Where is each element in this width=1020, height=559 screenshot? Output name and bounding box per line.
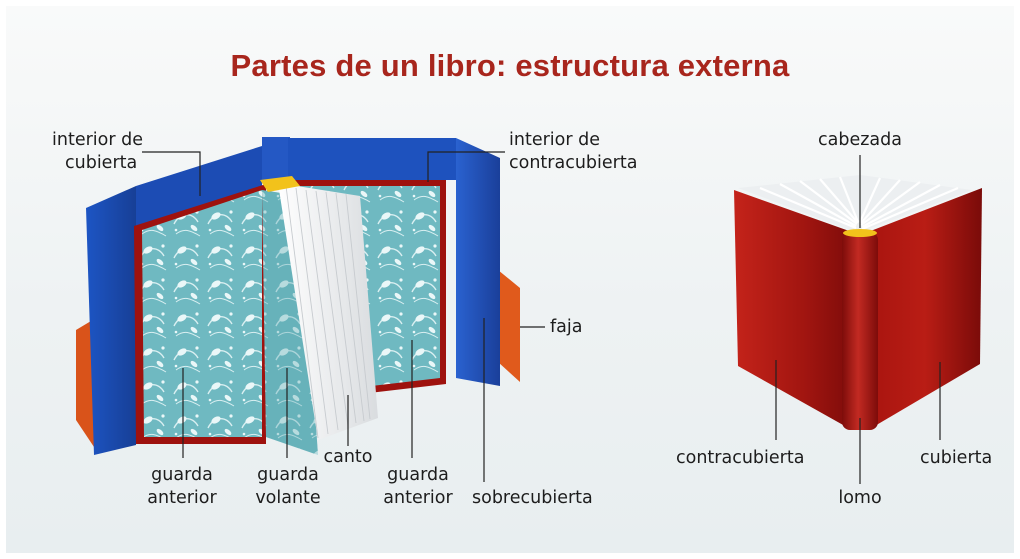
spine xyxy=(842,232,878,430)
label-line: guarda xyxy=(387,465,449,485)
label-faja: faja xyxy=(550,317,583,337)
open-book xyxy=(76,137,545,482)
band-right-flap xyxy=(498,270,520,382)
label-contracubierta: contracubierta xyxy=(676,448,805,468)
closed-book xyxy=(734,155,982,484)
label-line: guarda xyxy=(151,465,213,485)
jacket-spine xyxy=(262,137,290,180)
label-cubierta: cubierta xyxy=(920,448,993,468)
label-line: anterior xyxy=(383,488,453,508)
label-lomo: lomo xyxy=(838,488,882,508)
label-guarda-anterior-left: guarda anterior xyxy=(132,464,232,510)
front-cover xyxy=(868,188,982,430)
page-tops xyxy=(738,175,972,233)
label-guarda-anterior-right: guarda anterior xyxy=(368,464,468,510)
label-line: contracubierta xyxy=(509,153,638,173)
page-block xyxy=(278,183,378,440)
back-cover xyxy=(734,190,852,430)
label-line: volante xyxy=(255,488,321,508)
diagram-title: Partes de un libro: estructura externa xyxy=(230,48,790,83)
label-line: interior de xyxy=(509,130,600,150)
label-line: anterior xyxy=(147,488,217,508)
jacket-left-flap xyxy=(86,186,136,455)
label-interior-de-contracubierta: interior de contracubierta xyxy=(509,129,637,175)
label-line: cubierta xyxy=(65,153,138,173)
label-canto: canto xyxy=(323,447,373,467)
headband xyxy=(843,229,877,237)
jacket-right-flap xyxy=(456,138,500,386)
label-guarda-volante: guarda volante xyxy=(238,464,338,510)
label-cabezada: cabezada xyxy=(818,130,902,150)
label-line: interior de xyxy=(52,130,143,150)
label-line: guarda xyxy=(257,465,319,485)
open-book-headband xyxy=(260,176,300,192)
label-interior-de-cubierta: interior de cubierta xyxy=(52,129,143,175)
jacket-right-panel xyxy=(288,138,456,180)
front-endpaper xyxy=(142,190,262,437)
label-sobrecubierta: sobrecubierta xyxy=(472,488,593,508)
